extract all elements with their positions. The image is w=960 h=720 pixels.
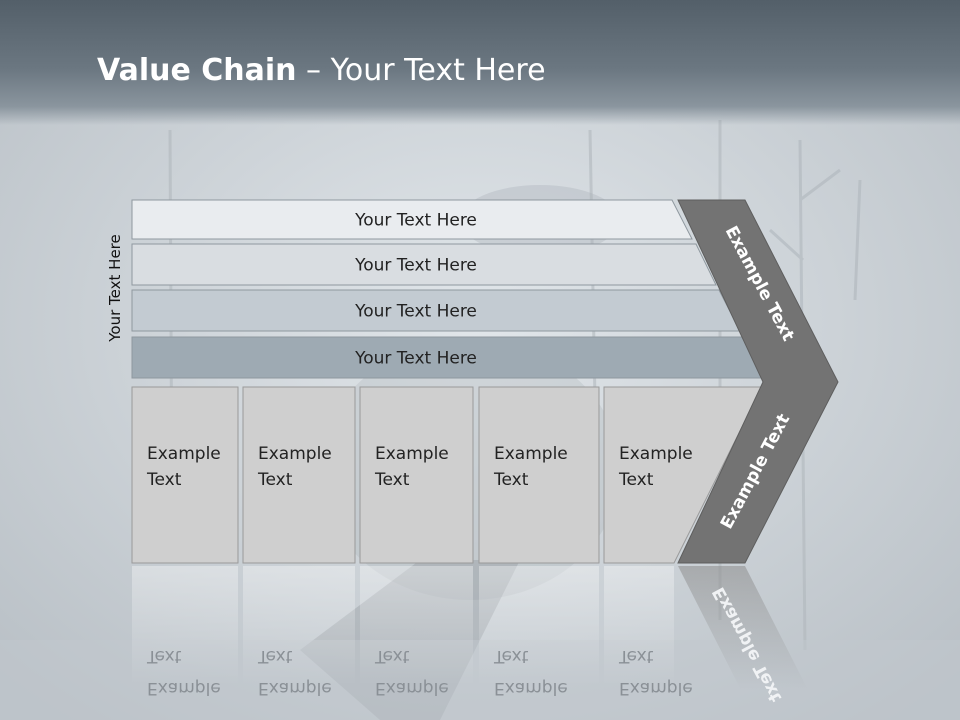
reflection-label-line1: Example bbox=[258, 678, 332, 698]
chevron-reflection: Example Text bbox=[678, 566, 808, 705]
activity-cell-label-line1: Example bbox=[494, 444, 568, 464]
activity-cell-shape bbox=[359, 386, 474, 564]
support-band-shape bbox=[131, 199, 693, 240]
activity-cell-label-line2: Text bbox=[618, 470, 654, 490]
reflection-label-line1: Example bbox=[375, 678, 449, 698]
reflection-shape bbox=[479, 566, 599, 686]
reflection-label-line1: Example bbox=[619, 678, 693, 698]
reflection-label-line2: Text bbox=[618, 646, 654, 666]
activity-cell-label-line1: Example bbox=[147, 444, 221, 464]
title-bold: Value Chain bbox=[97, 53, 297, 88]
support-band-label: Your Text Here bbox=[354, 349, 477, 369]
activity-cell-label-line2: Text bbox=[374, 470, 410, 490]
activity-cell-shape bbox=[603, 386, 763, 564]
support-band-label: Your Text Here bbox=[354, 211, 477, 231]
reflection-label-line2: Text bbox=[257, 646, 293, 666]
header-band bbox=[0, 0, 960, 125]
activity-cell-label-line1: Example bbox=[619, 444, 693, 464]
activity-cell-label-line2: Text bbox=[257, 470, 293, 490]
activity-cell-label-line1: Example bbox=[375, 444, 449, 464]
activity-cell-label-line2: Text bbox=[493, 470, 529, 490]
activity-cell-shape bbox=[131, 386, 239, 564]
support-band-label: Your Text Here bbox=[354, 256, 477, 276]
reflection-label-line2: Text bbox=[146, 646, 182, 666]
reflection-shape bbox=[243, 566, 355, 686]
title-rest: – Your Text Here bbox=[296, 53, 546, 88]
reflection-shape bbox=[360, 566, 473, 686]
reflection: TextExampleTextExampleTextExampleTextExa… bbox=[132, 566, 808, 705]
reflection-shape bbox=[604, 566, 674, 686]
slide-title: Value Chain – Your Text Here bbox=[97, 53, 546, 88]
support-band: Your Text Here bbox=[131, 336, 765, 379]
chevron-reflection-shape bbox=[678, 566, 808, 690]
reflection-shape bbox=[132, 566, 238, 686]
reflection-label-line1: Example bbox=[494, 678, 568, 698]
reflection-label-line2: Text bbox=[374, 646, 410, 666]
activity-cell-shape bbox=[478, 386, 600, 564]
support-band-shape bbox=[131, 243, 717, 286]
reflection-label-line2: Text bbox=[493, 646, 529, 666]
support-band: Your Text Here bbox=[131, 243, 717, 286]
primary-activities: ExampleTextExampleTextExampleTextExample… bbox=[131, 386, 763, 564]
reflection-label-line1: Example bbox=[147, 678, 221, 698]
activity-cell-label-line2: Text bbox=[146, 470, 182, 490]
support-band-label: Your Text Here bbox=[354, 302, 477, 322]
activity-cell-shape bbox=[242, 386, 356, 564]
support-band: Your Text Here bbox=[131, 289, 741, 332]
chevron-shape bbox=[677, 199, 839, 564]
support-band: Your Text Here bbox=[131, 199, 693, 240]
activity-cell-label-line1: Example bbox=[258, 444, 332, 464]
